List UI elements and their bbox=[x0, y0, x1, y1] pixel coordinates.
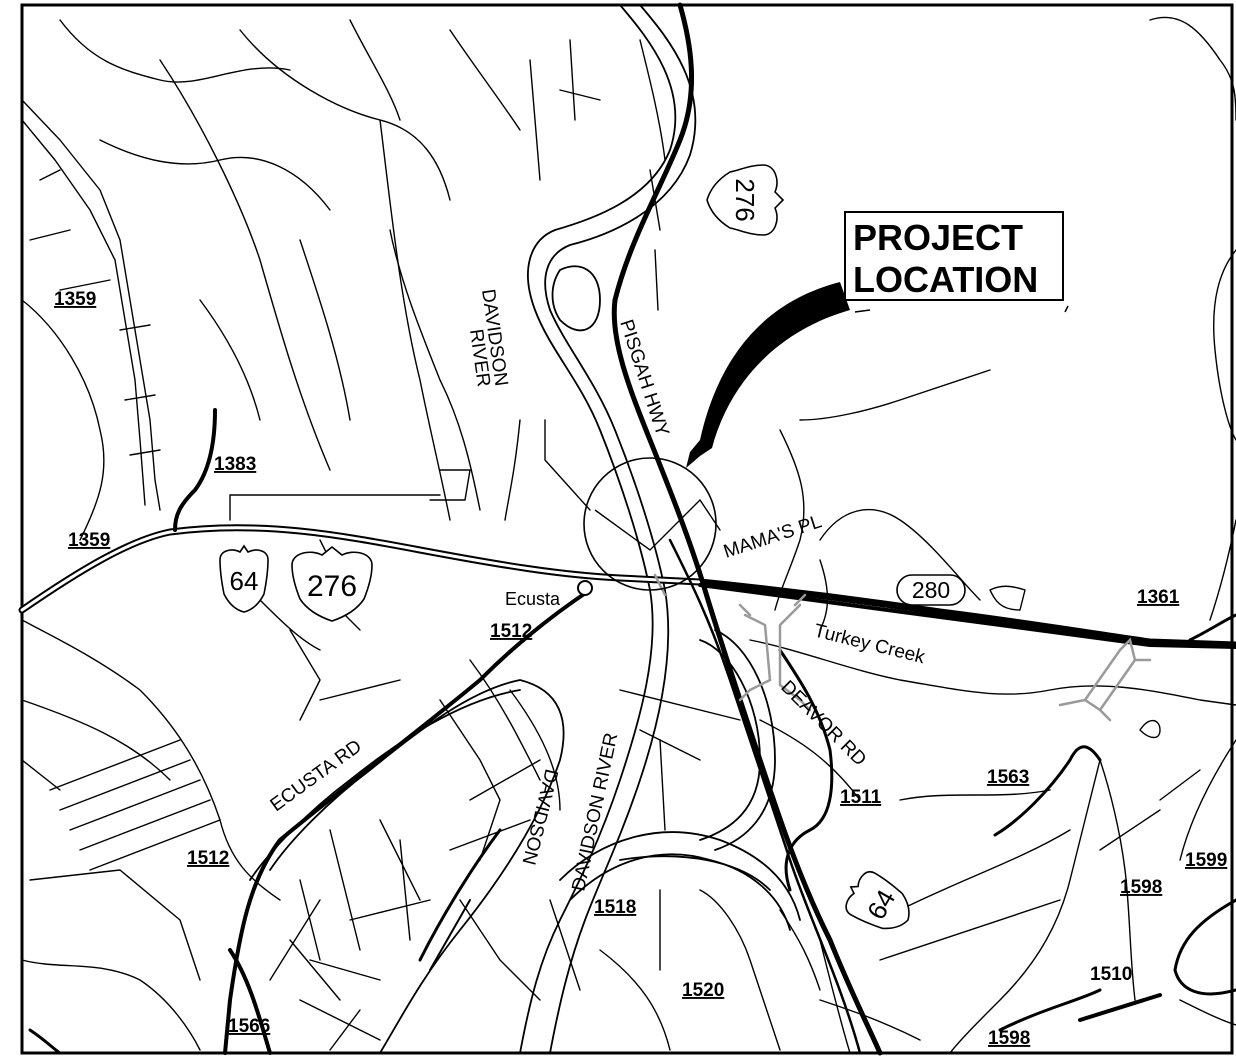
route-1598-b: 1598 bbox=[988, 1028, 1030, 1049]
label-davidson-lower: DAVIDSON bbox=[517, 767, 561, 867]
davidson-river bbox=[249, 4, 801, 1054]
route-1566: 1566 bbox=[228, 1016, 270, 1037]
shield-280: 280 bbox=[896, 574, 966, 606]
callout-box: PROJECT LOCATION bbox=[844, 211, 1064, 301]
callout-line-1: PROJECT bbox=[853, 217, 1023, 258]
route-1599: 1599 bbox=[1185, 850, 1227, 871]
route-1359-a: 1359 bbox=[54, 289, 96, 310]
route-1510: 1510 bbox=[1090, 964, 1132, 985]
route-1512-a: 1512 bbox=[490, 621, 532, 642]
shield-280-text: 280 bbox=[912, 577, 950, 603]
route-1383: 1383 bbox=[214, 454, 256, 475]
project-crossroad bbox=[594, 499, 701, 551]
shield-276-left-text: 276 bbox=[307, 570, 357, 603]
route-1511: 1511 bbox=[840, 787, 882, 808]
route-1512-b: 1512 bbox=[187, 848, 229, 869]
bridges bbox=[653, 573, 1152, 722]
callout-arrow bbox=[686, 282, 850, 468]
shield-64-left-text: 64 bbox=[230, 566, 259, 596]
route-number-labels: 1359 1359 1383 1512 1512 1361 1563 1511 … bbox=[54, 289, 1227, 1049]
major-roads bbox=[18, 2, 1236, 1056]
label-mamas-pl: MAMA'S PL bbox=[721, 511, 824, 562]
callout-line-2: LOCATION bbox=[853, 259, 1038, 300]
label-ecusta-rd: ECUSTA RD bbox=[267, 736, 366, 816]
project-location-circle bbox=[583, 457, 717, 591]
ecusta-marker bbox=[577, 580, 593, 596]
shield-276-left: 276 bbox=[291, 545, 373, 622]
route-1563: 1563 bbox=[987, 767, 1029, 788]
shield-64-left: 64 bbox=[219, 544, 269, 613]
route-1361: 1361 bbox=[1137, 587, 1180, 608]
label-deavor-rd: DEAVOR RD bbox=[776, 677, 870, 771]
route-1598-a: 1598 bbox=[1120, 877, 1162, 898]
route-1520: 1520 bbox=[682, 980, 724, 1001]
shield-64-bottom: 64 bbox=[845, 871, 910, 930]
map-frame bbox=[20, 3, 1234, 1055]
shield-276-top: 276 bbox=[706, 164, 785, 236]
shield-276-top-text: 276 bbox=[730, 178, 760, 221]
route-1518: 1518 bbox=[594, 897, 636, 918]
route-1359-b: 1359 bbox=[68, 530, 110, 551]
label-ecusta: Ecusta bbox=[505, 589, 561, 609]
